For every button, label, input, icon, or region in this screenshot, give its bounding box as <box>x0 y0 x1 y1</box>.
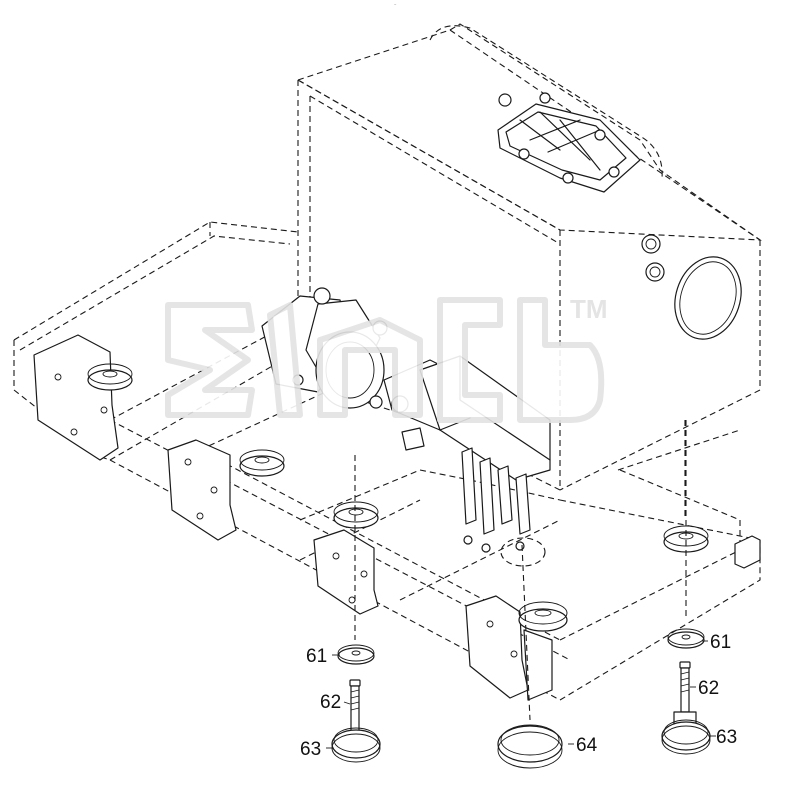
callout-leaders <box>326 640 716 749</box>
top-marker: ~ <box>394 2 397 7</box>
right-hardware-stack <box>661 628 711 755</box>
callout-61-left: 61 <box>306 646 327 667</box>
left-hardware-stack <box>331 644 381 763</box>
callout-64: 64 <box>576 735 598 756</box>
callout-63-left: 63 <box>300 739 321 760</box>
hydraulic-tank <box>296 23 762 520</box>
base-frame <box>13 221 761 701</box>
callout-63-right: 63 <box>716 727 737 748</box>
tank-side-ports <box>641 234 742 340</box>
center-seal <box>497 724 563 769</box>
callout-61-right: 61 <box>710 632 731 653</box>
watermark-trademark: TM <box>570 294 608 324</box>
filler-cap <box>497 92 641 193</box>
callout-62-left: 62 <box>320 692 341 713</box>
leader-lines <box>354 420 687 721</box>
watermark: TM <box>165 294 608 423</box>
callout-62-right: 62 <box>698 678 719 699</box>
